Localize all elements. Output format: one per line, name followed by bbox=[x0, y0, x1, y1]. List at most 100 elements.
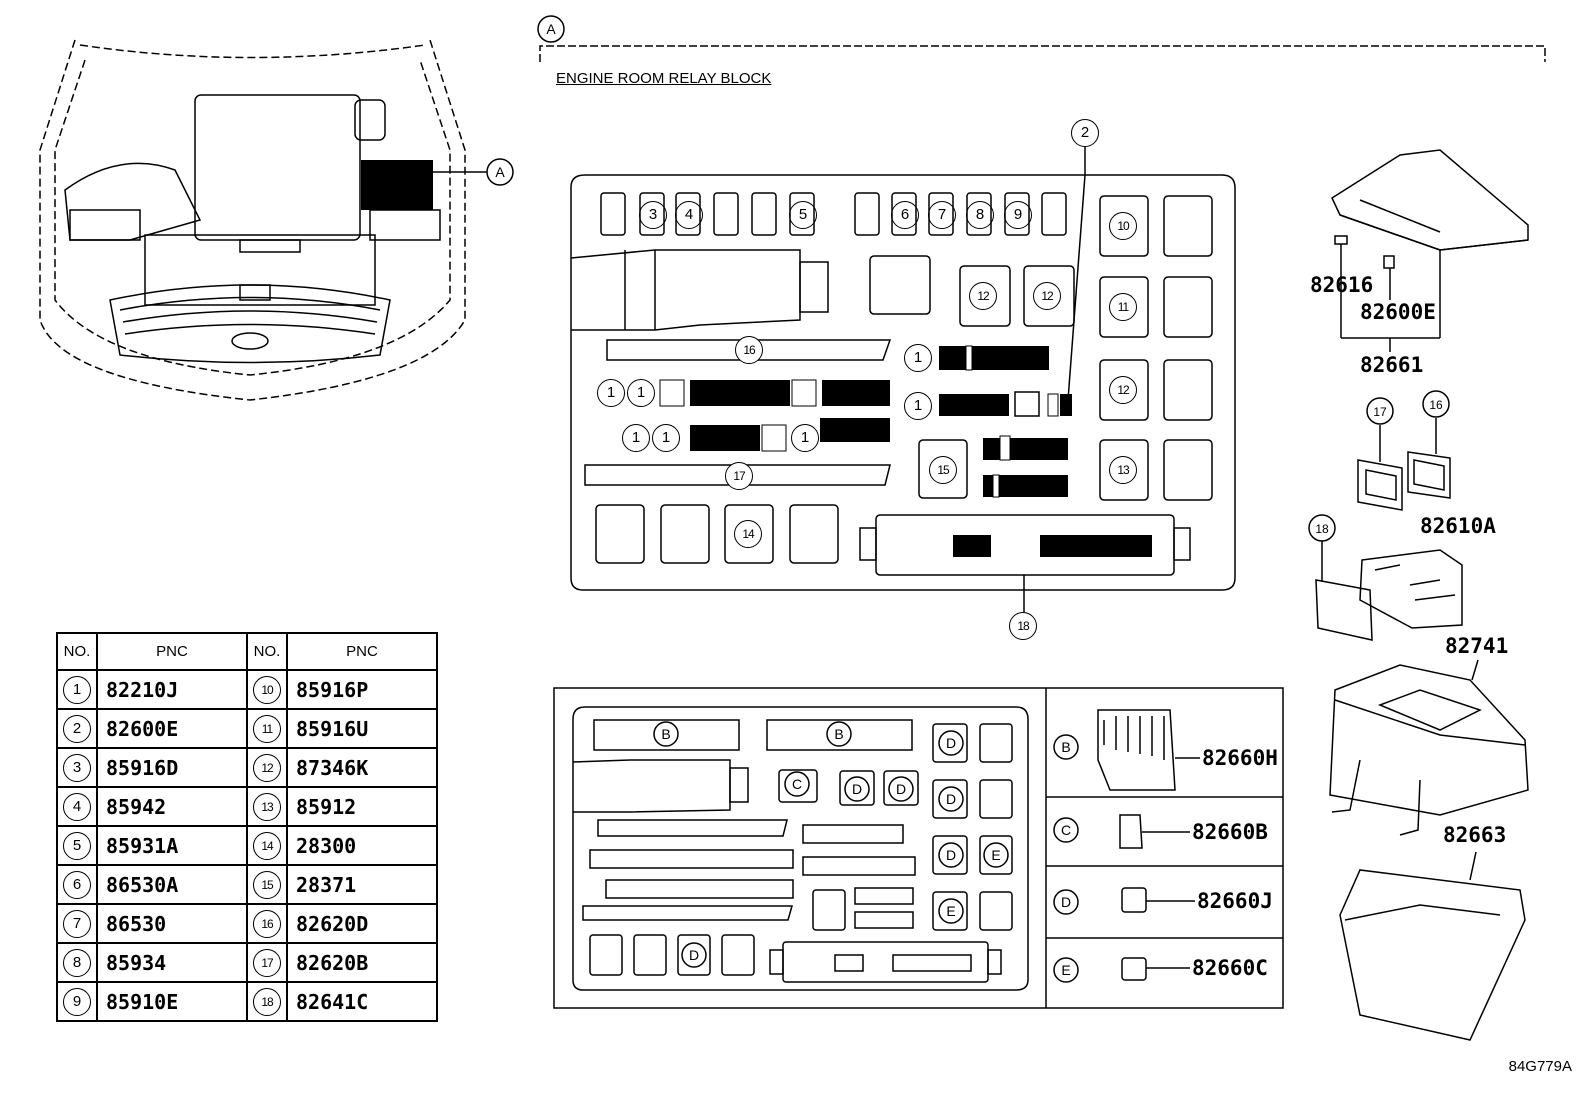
conn-d-3: D bbox=[946, 735, 956, 751]
relay-12-b: 12 bbox=[969, 282, 997, 310]
table-header-row: NO. PNC NO. PNC bbox=[56, 632, 438, 671]
relay-1-g: 1 bbox=[904, 392, 932, 420]
cell-pnc-left: 86530 bbox=[96, 903, 248, 944]
cell-pnc-left: 86530A bbox=[96, 864, 248, 905]
cell-no-left: 8 bbox=[56, 942, 98, 983]
relay-2: 2 bbox=[1071, 119, 1099, 147]
cell-no-left: 3 bbox=[56, 747, 98, 788]
relay-1-c: 1 bbox=[622, 424, 650, 452]
relay-3: 3 bbox=[639, 201, 667, 229]
cell-no-right: 11 bbox=[246, 708, 288, 749]
conn-e-2: E bbox=[946, 903, 955, 919]
relay-5: 5 bbox=[789, 201, 817, 229]
cell-pnc-left: 85934 bbox=[96, 942, 248, 983]
relay-11: 11 bbox=[1109, 293, 1137, 321]
relay-9: 9 bbox=[1004, 201, 1032, 229]
row-number-circle: 10 bbox=[253, 675, 281, 704]
cell-pnc-right: 87346K bbox=[286, 747, 438, 788]
row-number-circle: 5 bbox=[63, 831, 91, 860]
relay-12-a: 12 bbox=[1109, 376, 1137, 404]
relay-10: 10 bbox=[1109, 212, 1137, 240]
cell-pnc-left: 85916D bbox=[96, 747, 248, 788]
relay-17: 17 bbox=[725, 462, 753, 490]
row-number-circle: 2 bbox=[63, 714, 91, 743]
conn-d-4: D bbox=[946, 791, 956, 807]
header-no-right: NO. bbox=[246, 632, 288, 671]
cell-no-right: 12 bbox=[246, 747, 288, 788]
section-title: ENGINE ROOM RELAY BLOCK bbox=[556, 70, 772, 87]
relay-block-location bbox=[361, 160, 433, 210]
relay-14: 14 bbox=[734, 520, 762, 548]
row-number-circle: 18 bbox=[253, 987, 281, 1016]
cell-pnc-left: 82210J bbox=[96, 669, 248, 710]
part-17-label: 17 bbox=[1373, 405, 1387, 419]
relay-15: 15 bbox=[929, 456, 957, 484]
relay-12-c: 12 bbox=[1033, 282, 1061, 310]
row-number-circle: 14 bbox=[253, 831, 281, 860]
relay-8: 8 bbox=[966, 201, 994, 229]
conn-c-1: C bbox=[792, 776, 802, 792]
cell-no-left: 7 bbox=[56, 903, 98, 944]
row-number-circle: 15 bbox=[253, 870, 281, 899]
cell-no-right: 13 bbox=[246, 786, 288, 827]
cell-pnc-right: 85912 bbox=[286, 786, 438, 827]
cell-pnc-right: 28371 bbox=[286, 864, 438, 905]
relay-7: 7 bbox=[928, 201, 956, 229]
row-number-circle: 3 bbox=[63, 753, 91, 782]
cell-no-left: 4 bbox=[56, 786, 98, 827]
cell-pnc-right: 85916U bbox=[286, 708, 438, 749]
part-82741: 82741 bbox=[1445, 634, 1508, 658]
conn-d-5: D bbox=[946, 847, 956, 863]
cell-pnc-left: 85942 bbox=[96, 786, 248, 827]
cell-no-right: 14 bbox=[246, 825, 288, 866]
cell-pnc-right: 82641C bbox=[286, 981, 438, 1022]
header-no-left: NO. bbox=[56, 632, 98, 671]
row-number-circle: 11 bbox=[253, 714, 281, 743]
relay-13: 13 bbox=[1109, 456, 1137, 484]
legend-e: E bbox=[1061, 962, 1070, 978]
row-number-circle: 6 bbox=[63, 870, 91, 899]
relay-block-top-view bbox=[570, 174, 1236, 591]
relay-1-a: 1 bbox=[597, 379, 625, 407]
part-82660c: 82660C bbox=[1192, 956, 1268, 980]
row-number-circle: 1 bbox=[63, 675, 91, 704]
part-82660h: 82660H bbox=[1202, 746, 1278, 770]
callout-a-label: A bbox=[495, 164, 505, 180]
conn-b-1: B bbox=[661, 726, 670, 742]
diagram-code: 84G779A bbox=[1508, 1058, 1572, 1075]
row-number-circle: 17 bbox=[253, 948, 281, 977]
part-82616: 82616 bbox=[1310, 273, 1373, 297]
cell-pnc-left: 85931A bbox=[96, 825, 248, 866]
part-18-label: 18 bbox=[1315, 522, 1329, 536]
cell-pnc-right: 85916P bbox=[286, 669, 438, 710]
conn-d-2: D bbox=[896, 781, 906, 797]
part-82660b: 82660B bbox=[1192, 820, 1268, 844]
relay-6: 6 bbox=[891, 201, 919, 229]
legend-b: B bbox=[1061, 739, 1070, 755]
cell-no-right: 10 bbox=[246, 669, 288, 710]
cell-pnc-left: 82600E bbox=[96, 708, 248, 749]
relay-18: 18 bbox=[1009, 612, 1037, 640]
header-pnc-left: PNC bbox=[96, 632, 248, 671]
cell-pnc-left: 85910E bbox=[96, 981, 248, 1022]
cell-no-left: 9 bbox=[56, 981, 98, 1022]
part-16-label: 16 bbox=[1429, 398, 1443, 412]
part-82660j: 82660J bbox=[1197, 889, 1273, 913]
row-number-circle: 7 bbox=[63, 909, 91, 938]
part-82600e: 82600E bbox=[1360, 300, 1436, 324]
row-number-circle: 4 bbox=[63, 792, 91, 821]
conn-d-1: D bbox=[852, 781, 862, 797]
part-82661: 82661 bbox=[1360, 353, 1423, 377]
cell-no-right: 16 bbox=[246, 903, 288, 944]
row-number-circle: 16 bbox=[253, 909, 281, 938]
cell-no-right: 17 bbox=[246, 942, 288, 983]
callout-a-circle bbox=[486, 158, 514, 186]
